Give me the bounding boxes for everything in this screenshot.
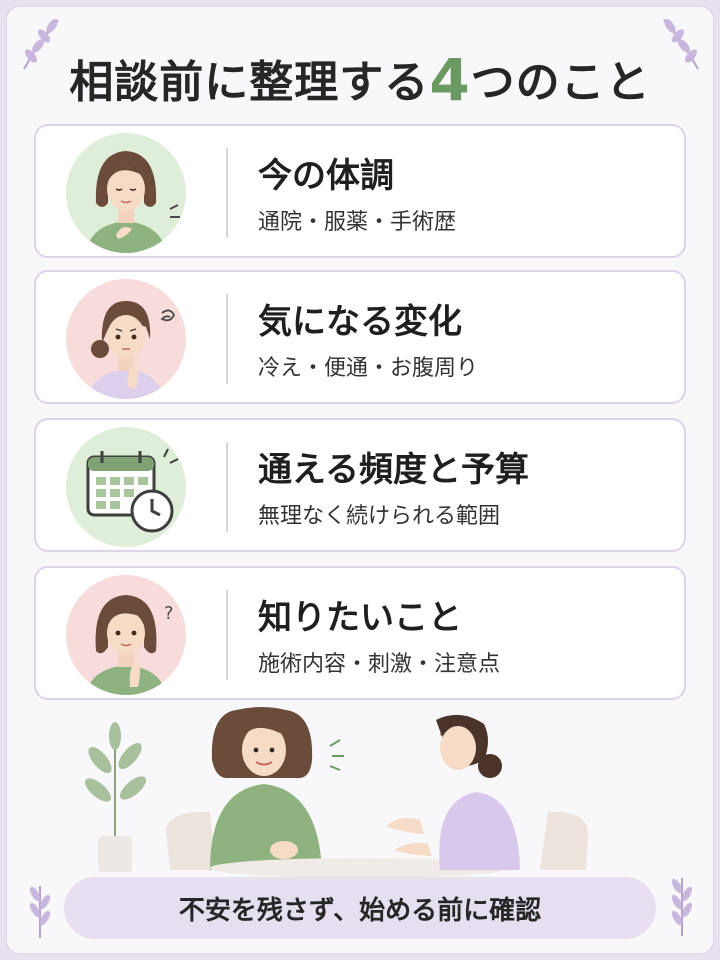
banner-text: 不安を残さず、始める前に確認 [178, 895, 542, 926]
footer-banner: 不安を残さず、始める前に確認 [64, 877, 656, 939]
card-subtitle: 通院・服薬・手術歴 [258, 210, 457, 235]
title-number: 4 [429, 46, 471, 114]
checklist-card-4: ? 知りたいこと 施術内容・刺激・注意点 [34, 566, 686, 700]
calendar-clock-icon [66, 427, 186, 547]
title-suffix: つのこと [470, 57, 651, 108]
woman-hand-on-chest-icon [66, 133, 186, 253]
card-subtitle: 冷え・便通・お腹周り [258, 356, 479, 381]
woman-counselor-icon [386, 714, 520, 870]
card-title: 知りたいこと [258, 598, 462, 638]
card-subtitle: 施術内容・刺激・注意点 [258, 652, 501, 677]
consultation-illustration [84, 707, 588, 878]
card-title: 気になる変化 [258, 302, 462, 342]
lavender-sprig-top-right-icon [663, 19, 699, 70]
card-divider [226, 442, 228, 532]
card-divider [226, 294, 228, 384]
lavender-sprig-top-left-icon [23, 19, 59, 70]
lavender-sprig-bottom-left-icon [29, 886, 51, 938]
page-title: 相談前に整理する4つのこと [0, 46, 720, 114]
woman-thinking-icon [66, 279, 186, 399]
card-divider [226, 590, 228, 680]
card-title: 通える頻度と予算 [258, 450, 529, 490]
woman-client-icon [210, 707, 344, 870]
card-subtitle: 無理なく続けられる範囲 [258, 504, 501, 529]
checklist-card-1: 今の体調 通院・服薬・手術歴 [34, 124, 686, 258]
card-title: 今の体調 [258, 156, 394, 196]
lavender-sprig-bottom-right-icon [671, 878, 693, 936]
plant-icon [84, 722, 147, 872]
woman-question-icon: ? [66, 575, 186, 695]
card-divider [226, 148, 228, 238]
title-prefix: 相談前に整理する [69, 57, 430, 108]
svg-text:?: ? [164, 603, 174, 624]
checklist-card-2: 気になる変化 冷え・便通・お腹周り [34, 270, 686, 404]
checklist-card-3: 通える頻度と予算 無理なく続けられる範囲 [34, 418, 686, 552]
